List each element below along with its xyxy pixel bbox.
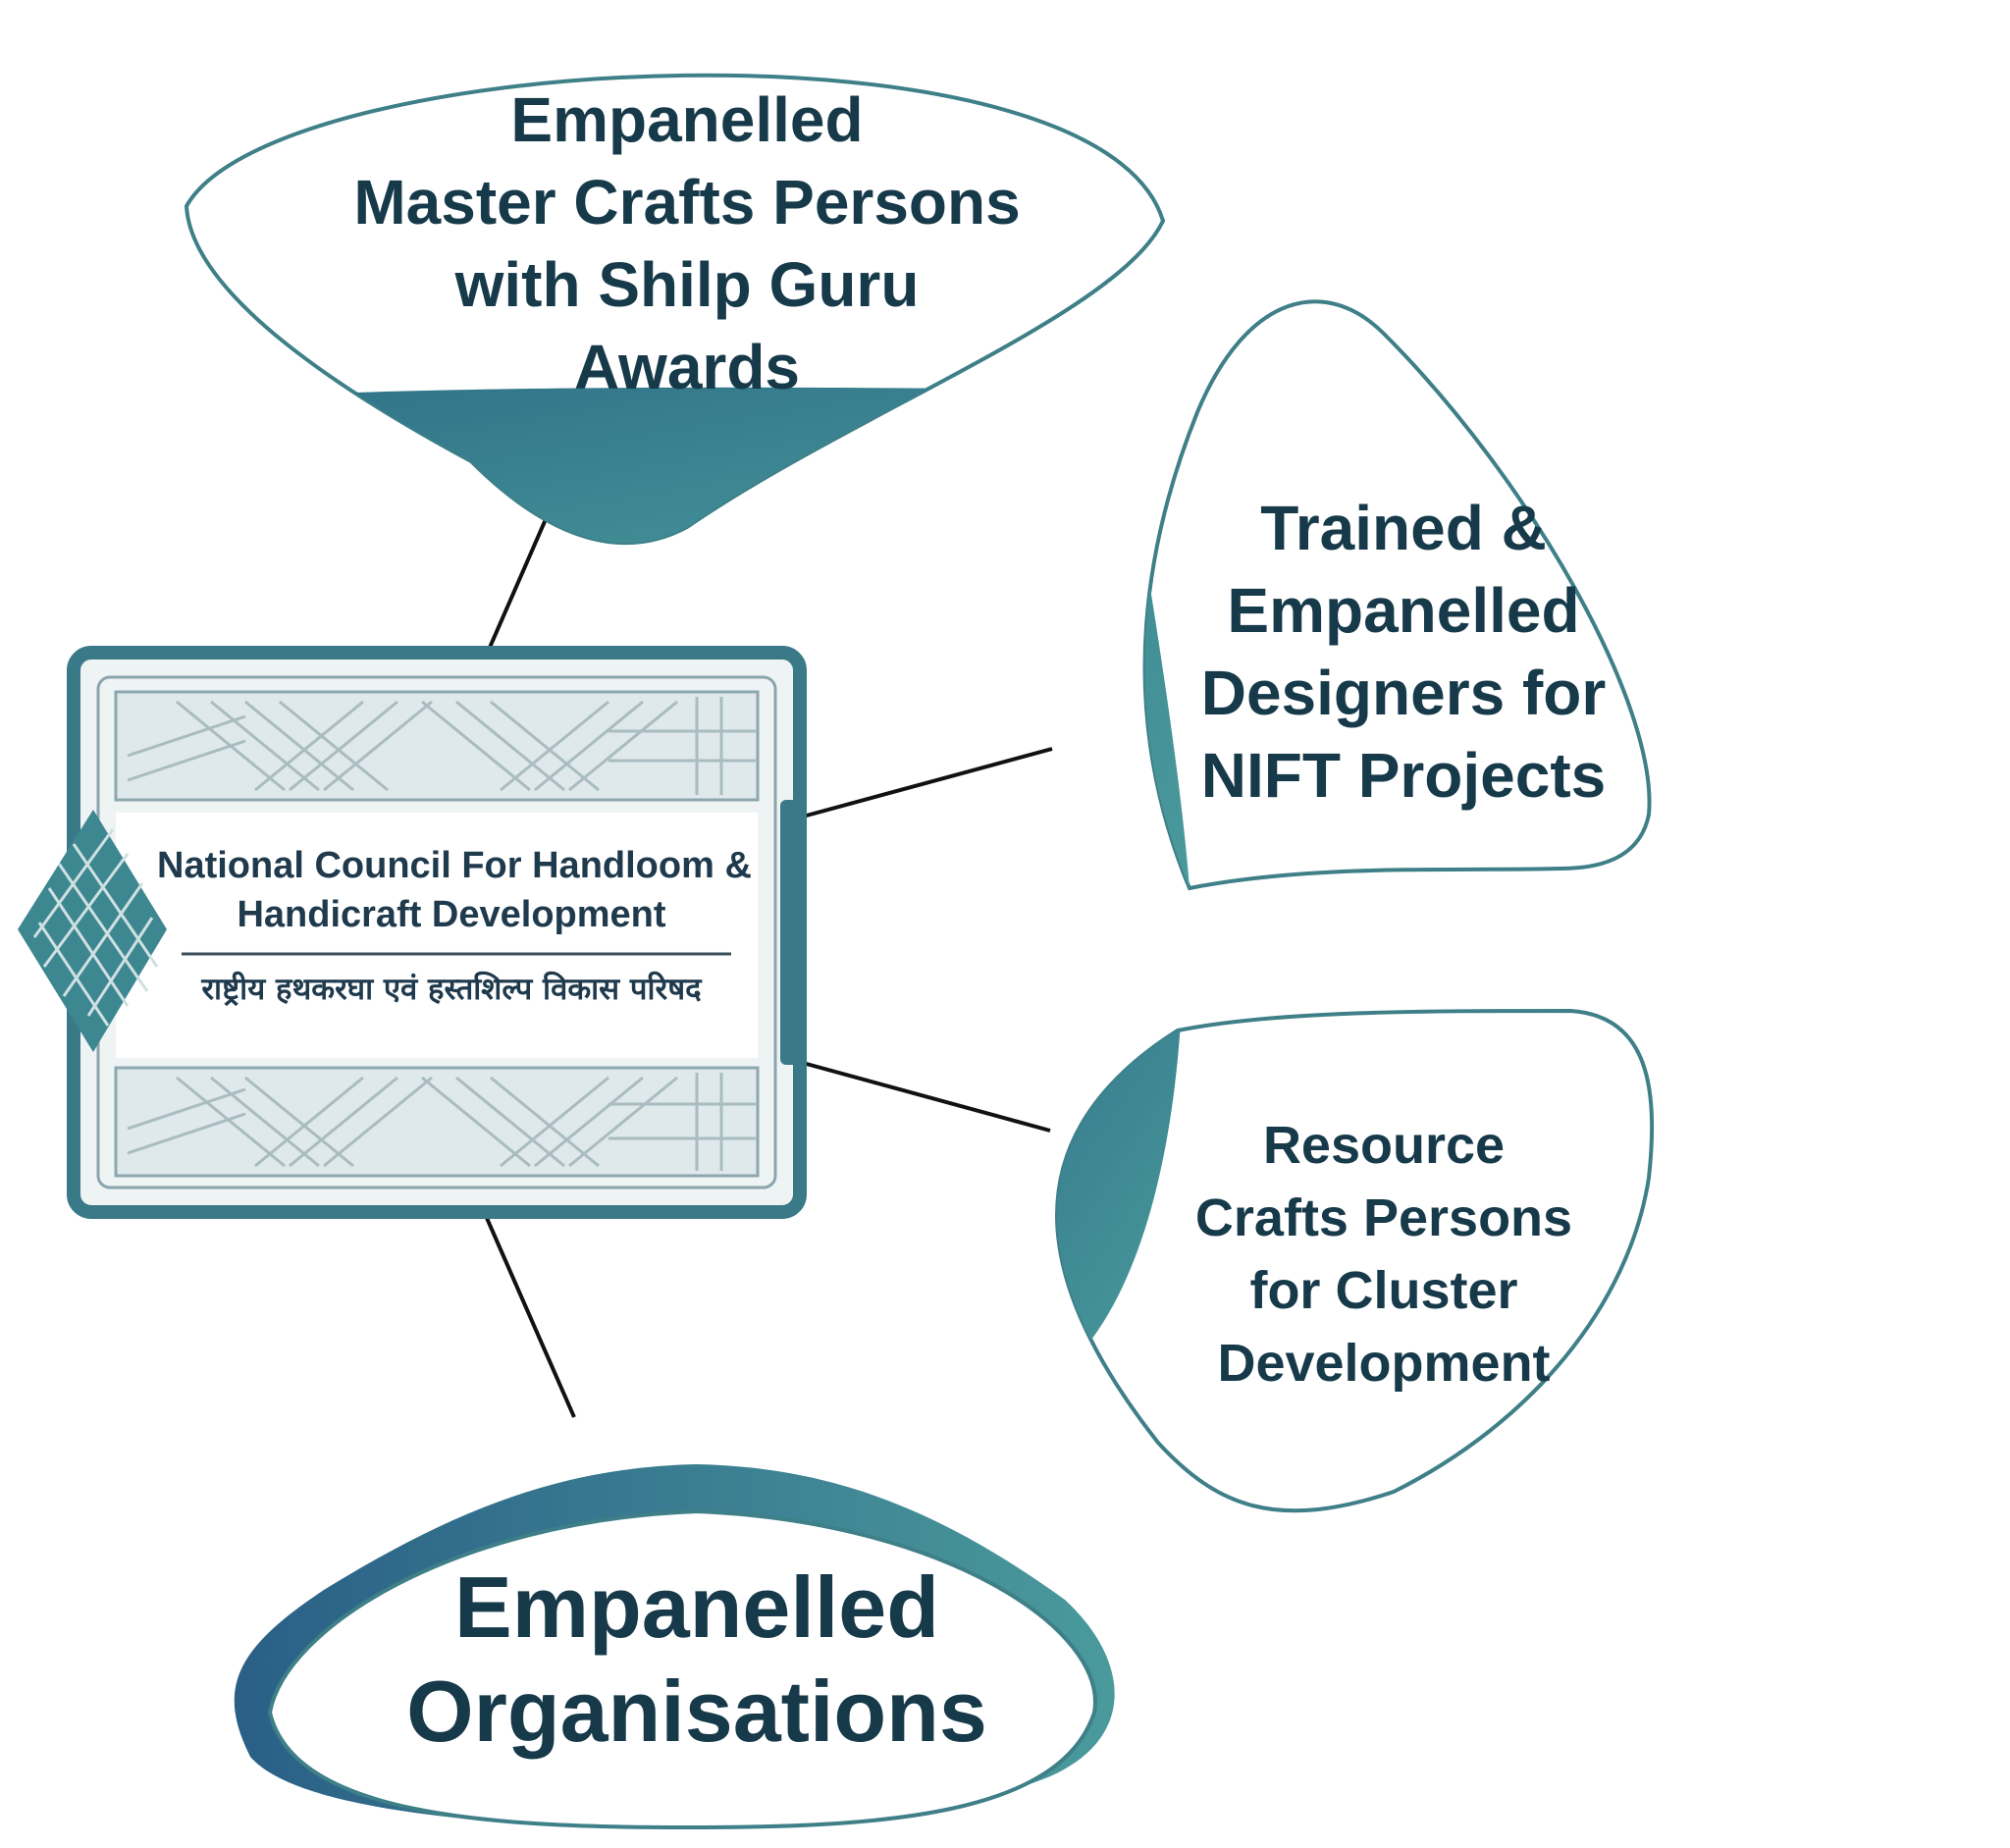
- diamond-emblem: [18, 810, 167, 1052]
- node-right1-line-4: NIFT Projects: [1200, 740, 1607, 811]
- node-top-line-3: with Shilp Guru: [454, 249, 920, 320]
- connector-bottom: [481, 1208, 576, 1418]
- council-name-hindi: राष्ट्रीय हथकरघा एवं हस्तशिल्प विकास परि…: [201, 972, 702, 1007]
- node-right1-line-3: Designers for: [1200, 658, 1607, 728]
- connectors: [481, 487, 1053, 1418]
- node-right2-line-4: Development: [1217, 1334, 1551, 1393]
- node-right2-line-1: Resource: [1262, 1116, 1506, 1175]
- council-logo: [18, 646, 807, 1219]
- node-bottom-shape: [234, 1464, 1115, 1830]
- node-bottom-line-2: Organisations: [406, 1663, 987, 1760]
- council-name-line-2: Handicraft Development: [237, 894, 666, 935]
- node-right2-line-2: Crafts Persons: [1194, 1188, 1573, 1247]
- node-right1-shape: [1142, 299, 1652, 891]
- node-right2-line-3: for Cluster: [1249, 1261, 1518, 1320]
- node-top-line-2: Master Crafts Persons: [353, 167, 1021, 238]
- node-right1-line-1: Trained &: [1260, 493, 1547, 563]
- node-bottom-label: Empanelled Organisations: [294, 1556, 1099, 1764]
- connector-right1: [802, 747, 1053, 818]
- node-right1-line-2: Empanelled: [1227, 575, 1580, 646]
- council-name-line-1: National Council For Handloom &: [157, 845, 752, 886]
- woven-band-bottom: [114, 1066, 760, 1178]
- node-right1-label: Trained & Empanelled Designers for NIFT …: [1148, 487, 1659, 817]
- node-top-line-1: Empanelled: [510, 84, 864, 155]
- council-name: National Council For Handloom & Handicra…: [157, 841, 752, 939]
- node-top-label: Empanelled Master Crafts Persons with Sh…: [265, 79, 1109, 408]
- node-right2-label: Resource Crafts Persons for Cluster Deve…: [1129, 1109, 1639, 1399]
- woven-band-top: [114, 690, 760, 802]
- connector-right2: [802, 1061, 1051, 1133]
- node-bottom-line-1: Empanelled: [454, 1558, 939, 1656]
- node-top-line-4: Awards: [573, 332, 801, 402]
